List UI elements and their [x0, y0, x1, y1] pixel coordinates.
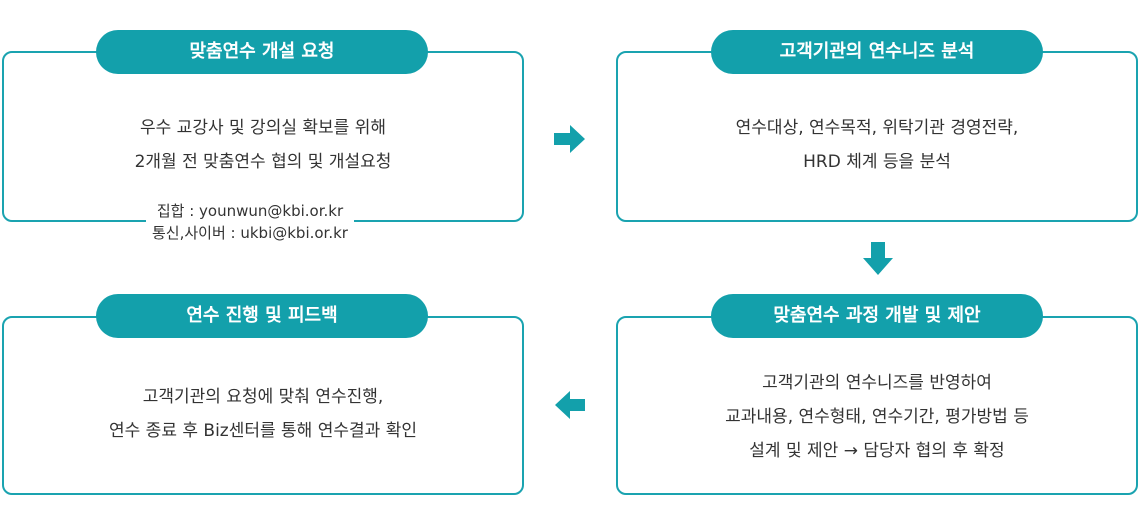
arrow-right-icon — [554, 125, 585, 153]
step-4-title: 연수 진행 및 피드백 — [96, 294, 428, 338]
step-3-title: 맞춤연수 과정 개발 및 제안 — [711, 294, 1043, 338]
step-3-line-1: 고객기관의 연수니즈를 반영하여 — [762, 373, 992, 393]
arrow-down-icon — [863, 242, 893, 275]
step-2-title: 고객기관의 연수니즈 분석 — [711, 30, 1043, 74]
step-4-line-2: 연수 종료 후 Biz센터를 통해 연수결과 확인 — [109, 421, 417, 441]
contact-online-email: 통신,사이버 : ukbi@kbi.or.kr — [152, 224, 348, 242]
step-3-box: 고객기관의 연수니즈를 반영하여 교과내용, 연수형태, 연수기간, 평가방법 … — [616, 316, 1138, 495]
step-3-line-3: 설계 및 제안 → 담당자 협의 후 확정 — [749, 441, 1005, 461]
step-4-box: 고객기관의 요청에 맞춰 연수진행, 연수 종료 후 Biz센터를 통해 연수결… — [2, 316, 524, 495]
step-4-description: 고객기관의 요청에 맞춰 연수진행, 연수 종료 후 Biz센터를 통해 연수결… — [4, 380, 522, 448]
step-3-description: 고객기관의 연수니즈를 반영하여 교과내용, 연수형태, 연수기간, 평가방법 … — [618, 366, 1136, 468]
step-1-title: 맞춤연수 개설 요청 — [96, 30, 428, 74]
step-1-box: 우수 교강사 및 강의실 확보를 위해 2개월 전 맞춤연수 협의 및 개설요청 — [2, 51, 524, 222]
step-1-contact: 집합 : younwun@kbi.or.kr 통신,사이버 : ukbi@kbi… — [146, 200, 354, 244]
step-1-line-1: 우수 교강사 및 강의실 확보를 위해 — [140, 118, 386, 138]
step-1-line-2: 2개월 전 맞춤연수 협의 및 개설요청 — [134, 152, 392, 172]
step-2-line-1: 연수대상, 연수목적, 위탁기관 경영전략, — [735, 118, 1019, 138]
step-1-description: 우수 교강사 및 강의실 확보를 위해 2개월 전 맞춤연수 협의 및 개설요청 — [4, 111, 522, 179]
arrow-left-icon — [555, 391, 585, 419]
step-3-line-2: 교과내용, 연수형태, 연수기간, 평가방법 등 — [725, 407, 1029, 427]
step-4-line-1: 고객기관의 요청에 맞춰 연수진행, — [142, 387, 384, 407]
contact-group-email: 집합 : younwun@kbi.or.kr — [156, 202, 344, 220]
step-2-box: 연수대상, 연수목적, 위탁기관 경영전략, HRD 체계 등을 분석 — [616, 51, 1138, 222]
step-2-description: 연수대상, 연수목적, 위탁기관 경영전략, HRD 체계 등을 분석 — [618, 111, 1136, 179]
step-2-line-2: HRD 체계 등을 분석 — [803, 152, 951, 172]
